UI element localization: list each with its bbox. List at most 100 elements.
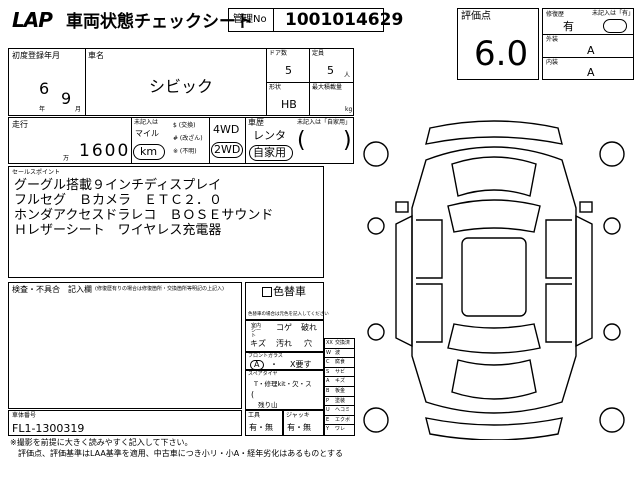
max-load-label: 最大積載量 [312,84,343,91]
score-label: 評価点 [461,11,491,22]
legend-text: キズ [335,378,346,385]
legend-code: XX [326,340,333,346]
month-unit: 月 [75,106,82,113]
repair-history-label: 修復歴 [546,11,565,18]
legend-code: C [326,359,330,366]
usage-private-circle [249,145,293,161]
color-change-checkbox [262,287,272,297]
wheel-right-marker [603,217,621,235]
legend-text: ワレ [335,426,346,433]
exterior-label: 外装 [546,36,559,43]
management-number-label: 管理No [233,14,267,25]
wheel-left-marker [367,323,385,341]
wheel-rear-right [599,407,625,433]
doors-value: 5 [285,64,292,77]
management-number-box: 管理No 1001014629 [228,8,403,32]
windshield-a-circle [250,360,264,370]
legend-text: 塗装 [335,397,346,404]
car-name: シビック [149,77,214,96]
repair-none-circle [603,19,627,33]
logo: LAP [12,8,53,32]
windshield-box: フロントガラス A ・ X要す [245,352,324,370]
drive-4wd: 4WD [213,123,240,136]
legend-code: U [326,407,330,414]
mileage-box: 走行 万 1600 未記入は マイル km $ (交換) # (改ざん) ※ (… [8,117,354,164]
jack-label: ジャッキ [286,412,310,419]
wheel-rear-left [363,407,389,433]
footer-note-2: 評価点、評価基準はLAA基準を適用、中古車につき小リ・小A・経年劣化はあるものと… [18,449,344,458]
interior-tear: 破れ [301,323,317,332]
sales-point-line: ホンダアクセスドラレコ ＢＯＳＥサウンド [14,208,274,223]
jack-box: ジャッキ 有・無 [283,410,324,436]
legend-row: A キズ [325,377,354,387]
capacity-label: 定員 [312,50,325,57]
first-registration-label: 初度登録年月 [12,51,60,60]
sales-points-box: セールスポイント グーグル搭載９インチディスプレイ フルセグ Ｂカメラ ＥＴＣ２… [8,166,324,278]
legend-text: 腐食 [335,359,346,366]
repair-history-value: 有 [563,20,574,33]
legend-text: 波 [335,349,341,356]
max-load-unit: kg [345,106,353,113]
usage-paren-close: ) [343,128,352,153]
sales-points-label: セールスポイント [12,169,61,176]
color-change-note: 色替車の場合は元色を記入してください [248,312,329,317]
legend-code: A [326,378,330,385]
registration-month: 9 [61,89,72,108]
usage-label: 車歴 [248,118,264,127]
legend-row: Y ワレ [325,425,354,435]
spare-tire-remaining: 残り山 [258,401,278,409]
windshield-label: フロントガラス [248,353,283,359]
inspection-box: 検査・不具合 記入欄 (修復歴有りの場合は修復箇所・交換箇所等明記の上記入) [8,282,242,409]
vehicle-info-box: 初度登録年月 6 年 9 月 車名 シビック ドア数 5 定員 5 人 形状 H… [8,48,354,116]
mileage-value: 1600 [79,141,131,161]
wheel-right-marker [603,323,621,341]
legend-code: Y [326,426,330,433]
chassis-number-label: 車体番号 [12,412,37,419]
tools-value: 有・無 [249,423,273,432]
management-number: 1001014629 [285,10,404,30]
interior-dirt: 汚れ [276,339,292,348]
legend-text: エクボ [335,416,351,423]
footer-note-1: ※撮影を前提に大きく読みやすく記入して下さい。 [10,438,193,447]
legend-code: E [326,416,330,423]
capacity-value: 5 [327,64,334,77]
legend-text: 板金 [335,388,346,394]
interior-label: 内装 [546,59,559,66]
legend-text: ヘコミ [335,407,351,414]
grades-box: 修復歴 未記入は「有」 有 外装 A 内装 A [542,8,634,80]
mile-option: マイル [135,129,159,138]
wheel-left-marker [367,217,385,235]
interior-scratch: キズ [250,339,266,348]
legend-row: U ヘコミ [325,406,354,416]
body-shape-label: 形状 [269,84,282,91]
interior-burn: コゲ [276,323,292,332]
legend-row: E エクボ [325,416,354,426]
jack-value: 有・無 [287,423,311,432]
km-circle [133,144,165,160]
legend-code: B [326,388,330,394]
capacity-unit: 人 [344,72,351,79]
inspection-note: (修復歴有りの場合は修復箇所・交換箇所等明記の上記入) [95,286,224,292]
sheet-title: 車両状態チェックシート [66,12,253,32]
interior-hole: 穴 [304,339,312,348]
unknown-option: ※ (不明) [173,148,197,155]
year-unit: 年 [39,106,46,113]
car-outline [395,120,593,440]
car-body-diagram [363,120,625,440]
legend-code: W [326,349,331,356]
legend-code: S [326,368,330,375]
sales-point-line: フルセグ Ｂカメラ ＥＴＣ２．０ [14,193,223,208]
mileage-man-unit: 万 [63,155,70,162]
windshield-dot: ・ [270,360,278,369]
interior-value: A [587,66,595,79]
registration-year: 6 [39,79,50,98]
chassis-number: FL1-1300319 [12,422,85,435]
sales-point-line: グーグル搭載９インチディスプレイ [14,178,222,193]
mileage-unlisted-note: 未記入は [134,119,159,126]
usage-private: 自家用 [253,146,286,159]
